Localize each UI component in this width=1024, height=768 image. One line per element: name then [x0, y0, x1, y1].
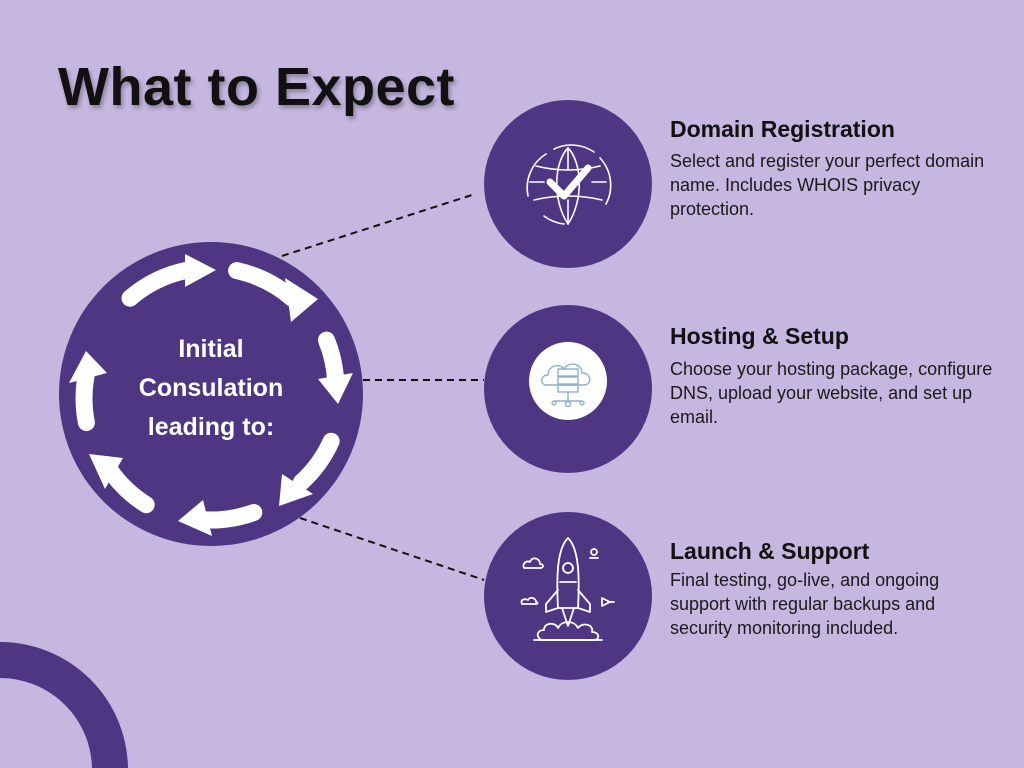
launch-support-circle: [484, 512, 652, 680]
connector-launch: [299, 517, 485, 581]
decorative-corner-arc: [0, 642, 128, 768]
step-desc-domain: Select and register your perfect domain …: [670, 151, 985, 219]
step-desc-launch: Final testing, go-live, and ongoing supp…: [670, 570, 940, 638]
connector-domain: [281, 193, 476, 257]
center-line-1: Initial: [178, 335, 244, 363]
initial-consultation-label: Initial Consulation leading to:: [111, 330, 311, 447]
center-line-2: Consulation: [138, 374, 284, 402]
step-desc-hosting: Choose your hosting package, configure D…: [670, 359, 993, 427]
rocket-icon: [520, 537, 615, 641]
step-title-launch: Launch & Support: [670, 538, 870, 564]
globe-check-icon: [526, 144, 612, 225]
step-title-hosting: Hosting & Setup: [670, 323, 849, 349]
domain-registration-circle: [484, 100, 652, 268]
cloud-server-icon: [529, 342, 607, 420]
center-line-3: leading to:: [147, 413, 275, 441]
step-title-domain: Domain Registration: [670, 116, 895, 142]
cycle-arrows-icon: [69, 254, 353, 536]
hosting-setup-circle: [484, 305, 652, 473]
page-title: What to Expect: [58, 57, 456, 117]
initial-consultation-circle: Initial Consulation leading to:: [59, 242, 363, 546]
